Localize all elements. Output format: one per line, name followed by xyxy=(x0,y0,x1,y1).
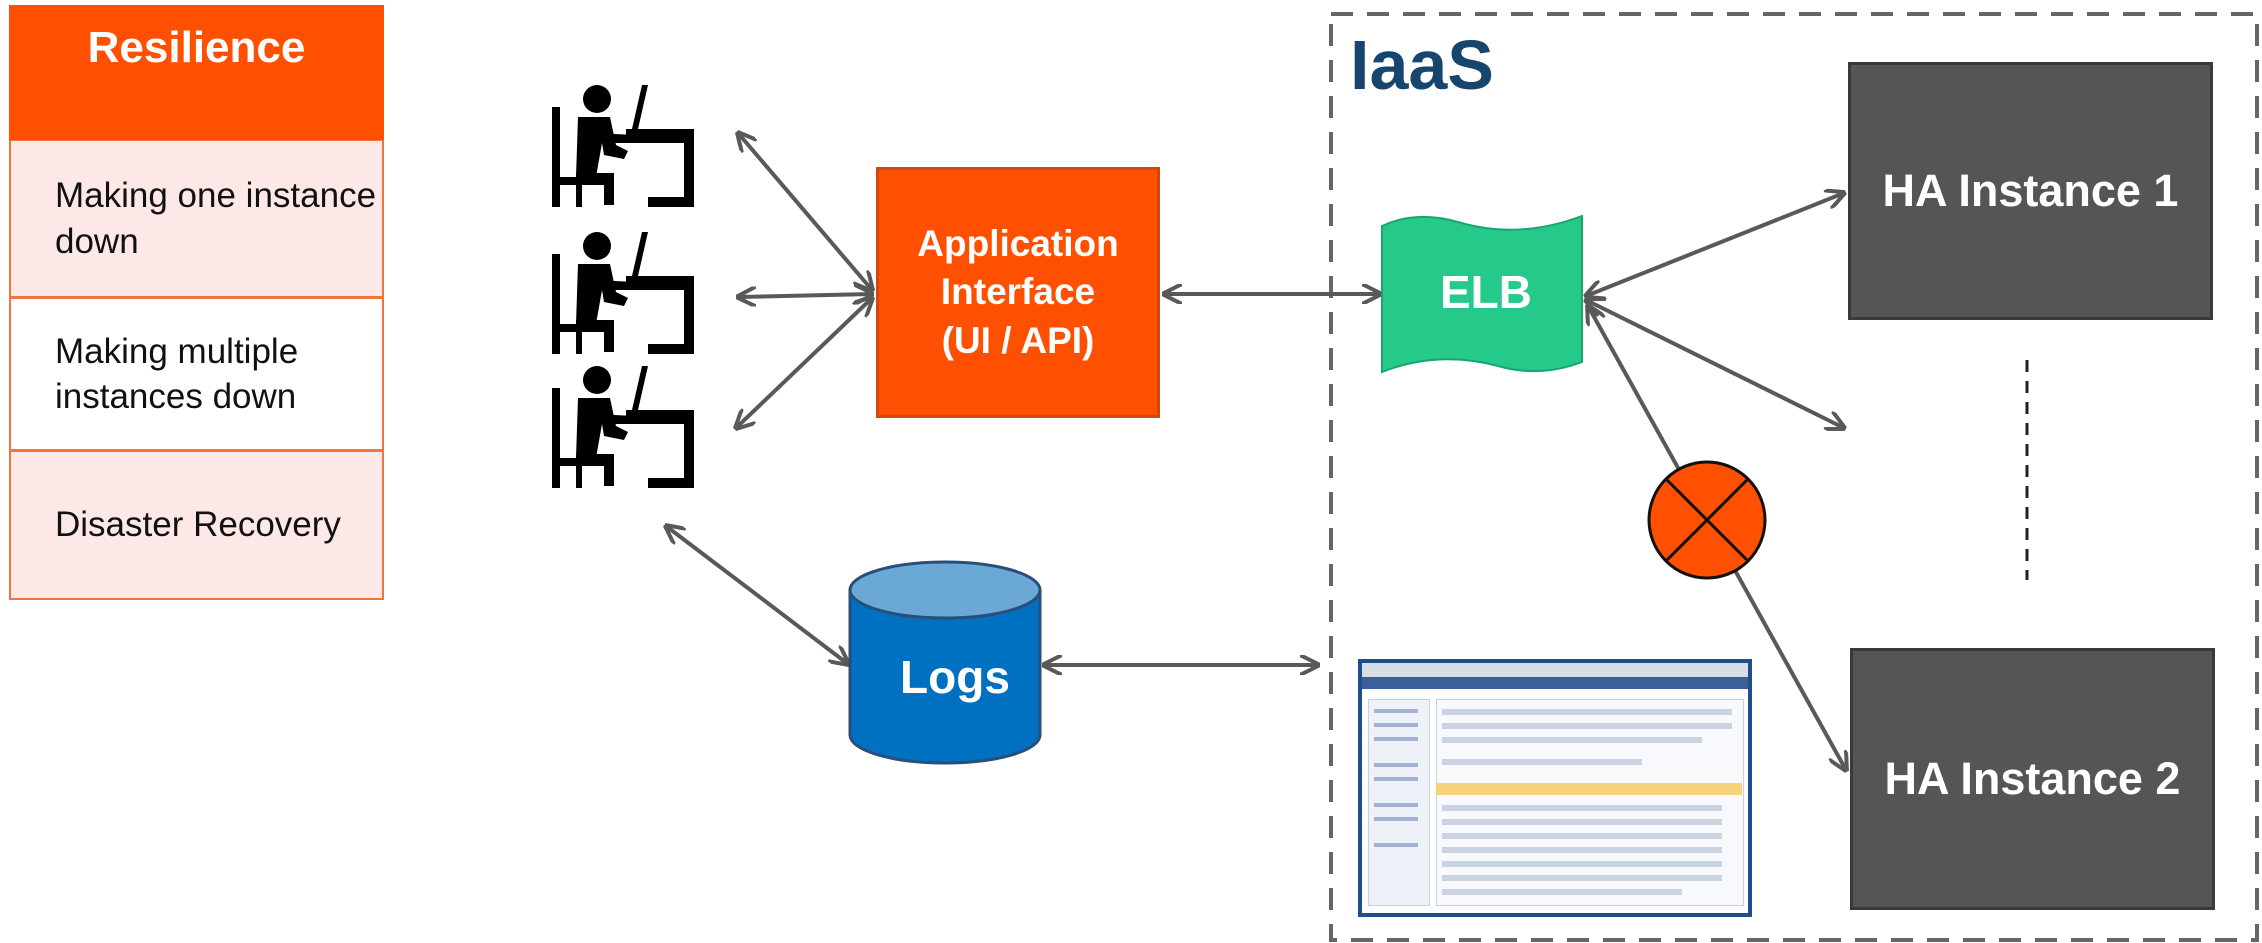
screenshot-sidebar-line xyxy=(1374,777,1418,781)
logs-label: Logs xyxy=(900,651,1010,703)
user-at-laptop-icon xyxy=(552,85,694,207)
screenshot-main-panel xyxy=(1436,699,1744,906)
screenshot-row xyxy=(1442,889,1682,895)
app-interface-line2: Interface xyxy=(940,271,1096,313)
arrow-user1-app xyxy=(738,133,872,290)
iaas-boundary xyxy=(1329,12,2259,942)
resilience-panel: Resilience Making one instance down Maki… xyxy=(9,5,384,600)
ha-instance-1: HA Instance 1 xyxy=(1848,62,2213,320)
screenshot-row xyxy=(1442,709,1732,715)
screenshot-sidebar-line xyxy=(1374,709,1418,713)
user-at-laptop-icon xyxy=(552,232,694,354)
screenshot-row xyxy=(1442,759,1642,765)
screenshot-row xyxy=(1442,819,1722,825)
screenshot-row xyxy=(1442,861,1722,867)
elb-shape xyxy=(1381,214,1583,374)
app-interface-line3: (UI / API) xyxy=(941,319,1095,361)
resilience-item-disaster-recovery: Disaster Recovery xyxy=(9,451,384,600)
screenshot-header-bar xyxy=(1362,677,1748,689)
screenshot-row xyxy=(1442,875,1722,881)
screenshot-browser-bar xyxy=(1362,663,1748,677)
screenshot-row xyxy=(1442,723,1732,729)
ha-instance-2: HA Instance 2 xyxy=(1850,648,2215,910)
screenshot-row xyxy=(1442,805,1722,811)
screenshot-highlight-bar xyxy=(1436,783,1742,795)
arrow-user2-app xyxy=(738,294,872,297)
ha-instance-1-label: HA Instance 1 xyxy=(1882,165,2179,216)
screenshot-sidebar-line xyxy=(1374,723,1418,727)
screenshot-sidebar xyxy=(1368,699,1430,906)
screenshot-row xyxy=(1442,847,1722,853)
screenshot-row xyxy=(1442,737,1702,743)
screenshot-sidebar-line xyxy=(1374,843,1418,847)
ha-instance-2-label: HA Instance 2 xyxy=(1884,753,2181,804)
screenshot-sidebar-line xyxy=(1374,803,1418,807)
resilience-item-multiple-instances: Making multiple instances down xyxy=(9,298,384,451)
screenshot-sidebar-line xyxy=(1374,817,1418,821)
resilience-item-one-instance: Making one instance down xyxy=(9,140,384,298)
user-at-laptop-icon xyxy=(552,366,694,488)
arrow-users-logs xyxy=(666,526,848,664)
screenshot-sidebar-line xyxy=(1374,737,1418,741)
application-interface-box: Application Interface (UI / API) xyxy=(876,167,1160,418)
failure-x-icon xyxy=(1647,460,1767,580)
screenshot-sidebar-line xyxy=(1374,763,1418,767)
app-interface-line1: Application xyxy=(917,223,1119,265)
arrow-user3-app xyxy=(736,298,872,428)
elb-label: ELB xyxy=(1440,266,1532,318)
database-icon xyxy=(848,560,1042,765)
screenshot-row xyxy=(1442,833,1722,839)
resilience-title: Resilience xyxy=(9,5,384,140)
arrow-elb-middle xyxy=(1586,300,1844,428)
arrow-elb-ha1 xyxy=(1586,193,1844,296)
management-console-screenshot xyxy=(1358,659,1752,917)
iaas-title: IaaS xyxy=(1350,26,1494,104)
